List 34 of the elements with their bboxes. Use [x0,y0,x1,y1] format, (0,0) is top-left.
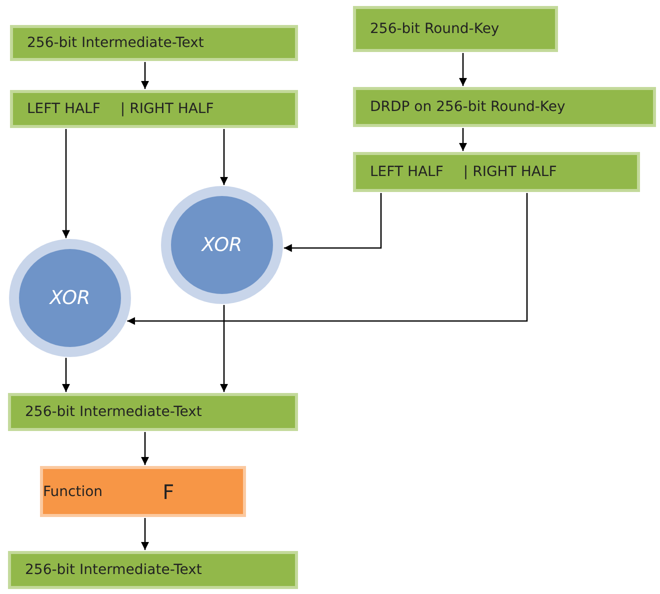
node-label: | RIGHT HALF [120,101,214,117]
process-box [8,551,298,589]
arrow [62,129,70,238]
arrow [141,432,149,465]
arrow [284,193,382,252]
node-label: LEFT HALF [370,164,444,180]
arrow [141,62,149,89]
arrow [127,193,528,325]
arrow [62,358,70,392]
process-box [353,87,656,127]
process-box [353,152,640,192]
xor-circle [160,185,284,305]
arrow [220,129,228,186]
node-label: 256-bit Round-Key [370,21,500,37]
process-box [10,25,298,61]
process-box [10,90,298,128]
node-label: | RIGHT HALF [463,164,557,180]
node-label: Function [43,484,103,500]
node-label: DRDP on 256-bit Round-Key [370,99,566,115]
arrow [459,128,467,151]
node-label: 256-bit Intermediate-Text [25,404,202,420]
node-label: XOR [202,234,242,256]
arrow [141,518,149,550]
xor-circle [8,238,132,358]
node-label: 256-bit Intermediate-Text [25,562,202,578]
node-label: 256-bit Intermediate-Text [27,35,204,51]
arrow [459,53,467,86]
function-box [40,466,246,517]
node-label: LEFT HALF [27,101,100,117]
node-label: XOR [50,287,90,309]
process-box [353,6,558,52]
process-box [8,393,298,431]
arrow [220,304,228,392]
node-label: F [162,480,174,504]
